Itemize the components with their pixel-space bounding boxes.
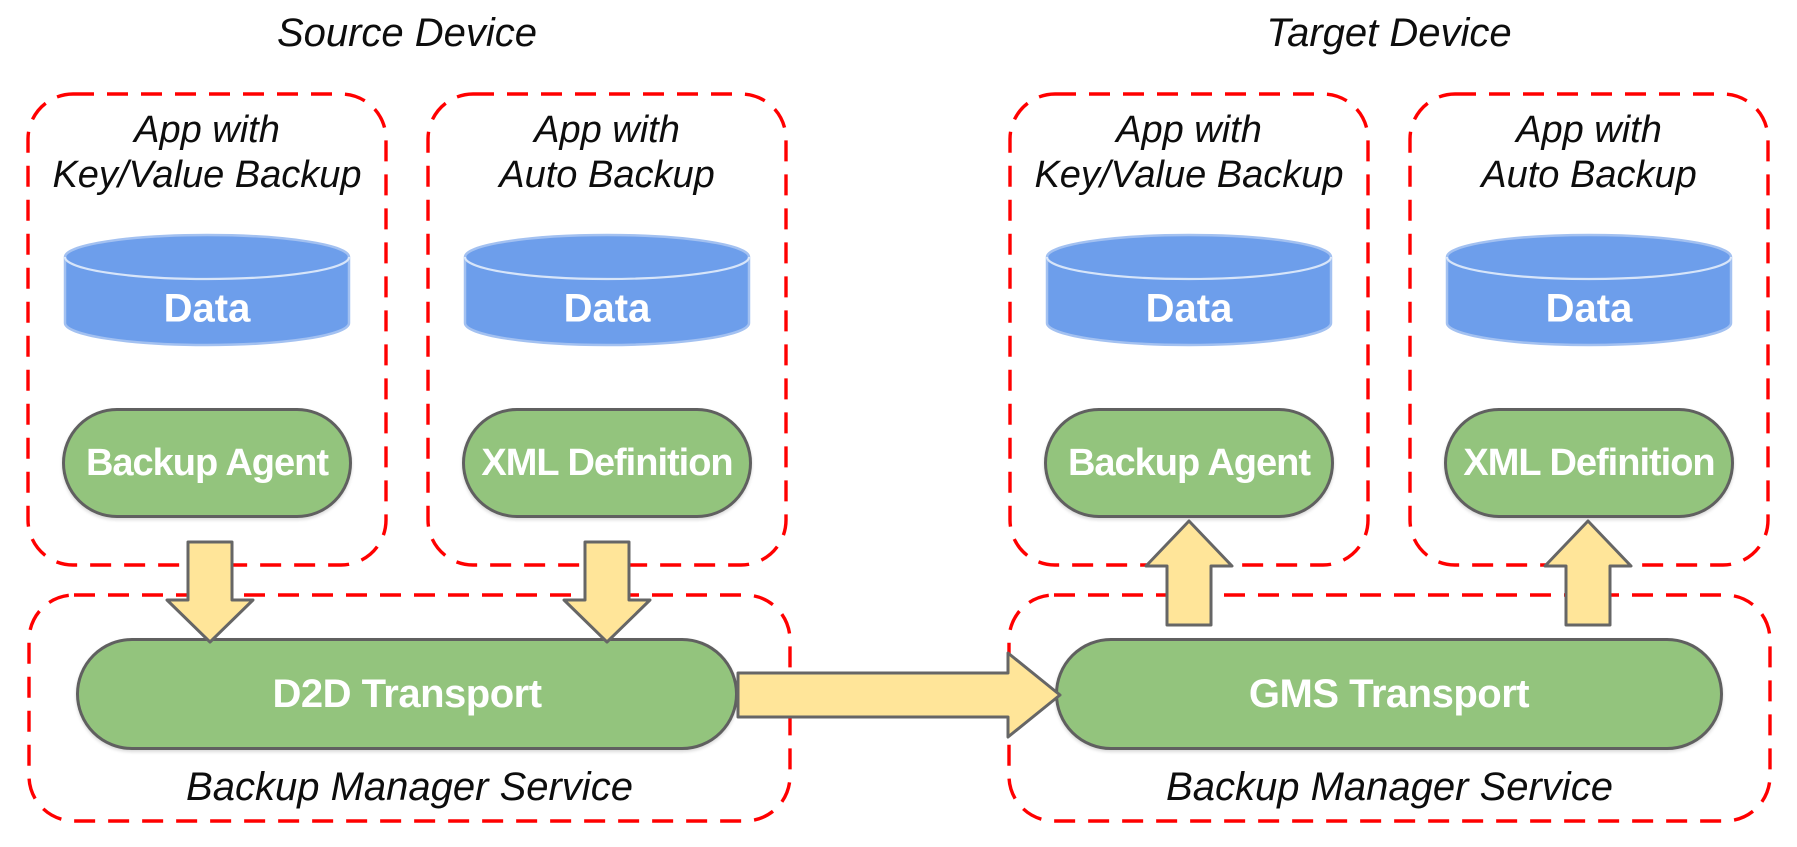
data-cylinder: Data <box>62 232 352 348</box>
source-device-title: Source Device <box>276 11 538 55</box>
backup-manager-label: Backup Manager Service <box>186 765 633 809</box>
component-pill-xml-definition: XML Definition <box>1444 408 1734 518</box>
app-label: App with Auto Backup <box>426 108 788 198</box>
app-label-line2: Auto Backup <box>1481 154 1697 196</box>
component-pill-backup-agent: Backup Agent <box>1044 408 1334 518</box>
component-label: XML Definition <box>481 441 733 484</box>
component-label: Backup Agent <box>85 441 329 484</box>
cylinder-shape <box>463 233 751 347</box>
data-label: Data <box>163 286 251 331</box>
app-label: App with Key/Value Backup <box>26 108 388 198</box>
right-arrow-d2d-to-gms <box>736 651 1062 739</box>
app-label-line1: App with <box>134 109 280 151</box>
backup-manager-label: Backup Manager Service <box>1166 765 1613 809</box>
data-cylinder: Data <box>1044 232 1334 348</box>
data-label: Data <box>563 286 651 331</box>
app-label-line2: Key/Value Backup <box>52 154 362 196</box>
transport-pill-d2d: D2D Transport <box>76 638 738 750</box>
app-label-line1: App with <box>1116 109 1262 151</box>
cylinder-shape <box>63 233 351 347</box>
app-label-line2: Auto Backup <box>499 154 715 196</box>
component-pill-backup-agent: Backup Agent <box>62 408 352 518</box>
transport-label: GMS Transport <box>1248 671 1530 716</box>
component-label: Backup Agent <box>1067 441 1311 484</box>
target-device-title: Target Device <box>1266 11 1512 55</box>
transport-pill-gms: GMS Transport <box>1055 638 1723 750</box>
backup-manager-box-target: GMS Transport Backup Manager Service <box>1007 593 1772 823</box>
app-box-target-auto: App with Auto Backup Data XML Definition <box>1408 92 1770 567</box>
app-label-line1: App with <box>534 109 680 151</box>
app-label: App with Auto Backup <box>1408 108 1770 198</box>
data-label: Data <box>1545 286 1633 331</box>
data-cylinder: Data <box>1444 232 1734 348</box>
up-arrow-gms-to-backup-agent <box>1144 519 1234 627</box>
app-label-line1: App with <box>1516 109 1662 151</box>
app-label: App with Key/Value Backup <box>1008 108 1370 198</box>
data-label: Data <box>1145 286 1233 331</box>
cylinder-shape <box>1045 233 1333 347</box>
cylinder-shape <box>1445 233 1733 347</box>
component-pill-xml-definition: XML Definition <box>462 408 752 518</box>
down-arrow-backup-agent-to-d2d <box>165 540 255 644</box>
transport-label: D2D Transport <box>272 671 542 716</box>
app-box-target-keyvalue: App with Key/Value Backup Data Backup Ag… <box>1008 92 1370 567</box>
app-box-source-keyvalue: App with Key/Value Backup Data Backup Ag… <box>26 92 388 567</box>
app-box-source-auto: App with Auto Backup Data XML Definition <box>426 92 788 567</box>
component-label: XML Definition <box>1463 441 1715 484</box>
data-cylinder: Data <box>462 232 752 348</box>
down-arrow-xml-definition-to-d2d <box>562 540 652 644</box>
app-label-line2: Key/Value Backup <box>1034 154 1344 196</box>
backup-manager-box-source: D2D Transport Backup Manager Service <box>27 593 792 823</box>
up-arrow-gms-to-xml-definition <box>1543 519 1633 627</box>
